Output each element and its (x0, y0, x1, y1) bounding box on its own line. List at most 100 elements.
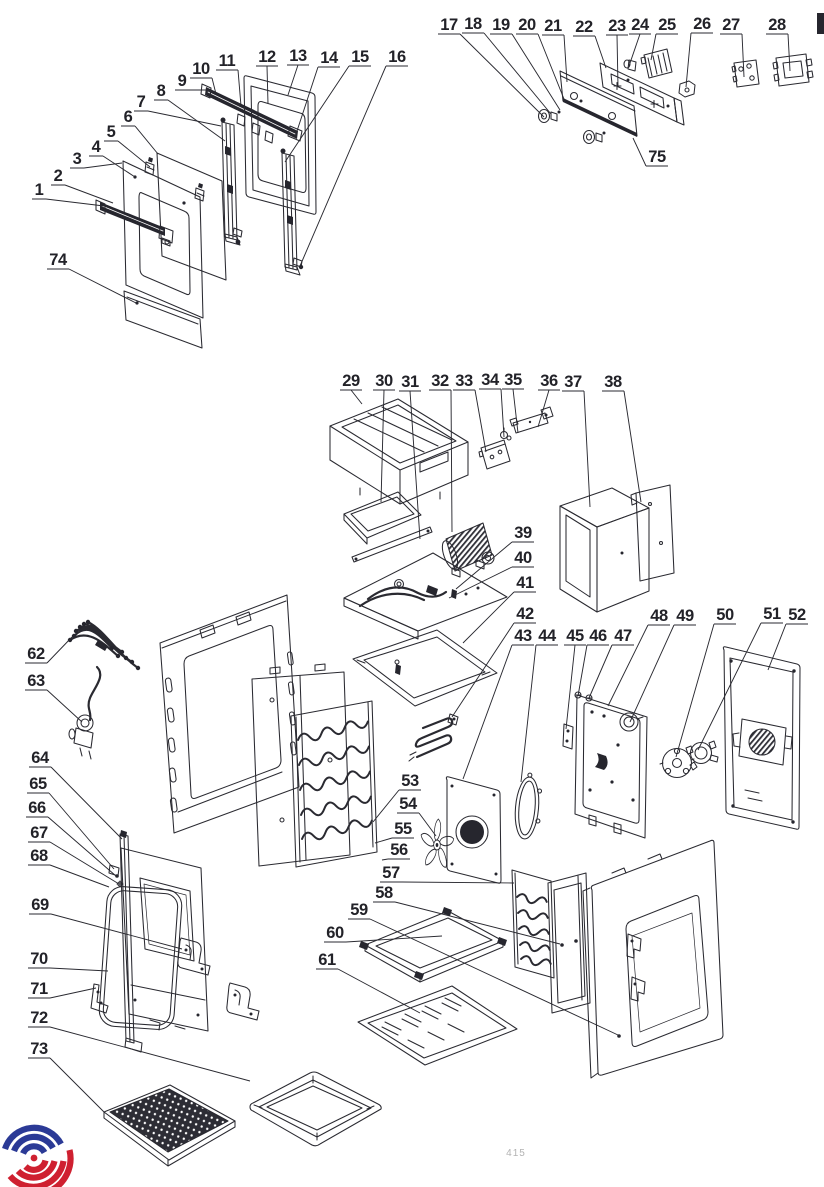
svg-text:18: 18 (464, 15, 482, 33)
svg-text:40: 40 (514, 549, 532, 567)
svg-text:65: 65 (29, 775, 47, 793)
callout-part-24: 24 (628, 16, 651, 67)
svg-text:49: 49 (676, 607, 694, 625)
callout-part-28: 28 (766, 16, 791, 72)
callout-part-1: 1 (32, 181, 105, 207)
svg-text:60: 60 (326, 924, 344, 942)
callout-part-35: 35 (502, 371, 524, 434)
callout-part-53: 53 (372, 772, 421, 823)
callout-part-17: 17 (438, 16, 545, 118)
svg-text:23: 23 (608, 17, 626, 35)
wiring-harness (67, 619, 141, 671)
svg-text:25: 25 (658, 16, 676, 34)
callout-part-25: 25 (650, 16, 678, 61)
svg-text:26: 26 (693, 15, 711, 33)
callout-part-16: 16 (299, 48, 408, 267)
svg-text:44: 44 (538, 627, 557, 645)
callout-part-72: 72 (28, 1009, 251, 1082)
svg-text:14: 14 (320, 49, 339, 67)
svg-text:51: 51 (763, 605, 781, 623)
fan-motor (685, 740, 719, 771)
svg-text:11: 11 (219, 52, 236, 70)
callout-part-55: 55 (374, 820, 414, 844)
callout-part-48: 48 (607, 607, 670, 707)
callout-part-26: 26 (685, 15, 713, 88)
callout-part-37: 37 (562, 373, 591, 508)
callout-part-33: 33 (453, 372, 487, 453)
svg-text:15: 15 (351, 48, 369, 66)
door-hinge-assembly-1 (177, 937, 211, 976)
grill-heating-element (408, 713, 459, 762)
callout-part-66: 66 (26, 799, 117, 877)
motor-mount-disc (659, 747, 695, 779)
oven-side-panel (582, 839, 724, 1079)
inner-door-panel (120, 847, 209, 1032)
svg-text:8: 8 (157, 82, 166, 100)
svg-text:71: 71 (30, 980, 48, 998)
diagram-art (67, 13, 824, 1167)
svg-text:39: 39 (514, 524, 532, 542)
svg-text:29: 29 (342, 372, 360, 390)
callout-part-21: 21 (542, 17, 568, 83)
switch-part (678, 80, 696, 98)
callout-part-9: 9 (175, 72, 209, 91)
convection-fan-blade (420, 818, 455, 868)
svg-text:52: 52 (788, 606, 806, 624)
svg-text:66: 66 (28, 799, 46, 817)
callout-part-51: 51 (697, 605, 783, 751)
door-gasket (98, 886, 183, 1030)
svg-text:43: 43 (514, 627, 532, 645)
svg-text:33: 33 (455, 372, 473, 390)
callout-part-39: 39 (455, 524, 534, 590)
fan-mounting-panel (562, 691, 648, 839)
callout-part-43: 43 (462, 627, 534, 780)
side-liner-panel (547, 872, 591, 1014)
svg-text:16: 16 (388, 48, 406, 66)
svg-text:73: 73 (30, 1040, 48, 1058)
svg-text:70: 70 (30, 950, 48, 968)
svg-text:64: 64 (31, 749, 50, 767)
svg-text:31: 31 (401, 373, 419, 391)
corner-bracket (90, 983, 109, 1014)
page-edge-mark (817, 13, 824, 34)
callout-part-2: 2 (51, 167, 114, 204)
vent-tray (343, 491, 422, 545)
svg-text:34: 34 (481, 371, 500, 389)
callout-part-56: 56 (381, 841, 410, 861)
display-module (772, 53, 814, 87)
svg-text:20: 20 (518, 16, 536, 34)
glass-spacer-clips (144, 157, 205, 202)
box-cover-plate (630, 484, 675, 582)
svg-text:6: 6 (124, 108, 133, 126)
svg-text:32: 32 (431, 372, 449, 390)
callout-part-69: 69 (29, 896, 183, 950)
door-inner-glass (156, 152, 227, 281)
fan-gasket-ring (514, 772, 543, 840)
svg-text:72: 72 (30, 1009, 48, 1027)
callout-part-11: 11 (216, 52, 242, 107)
svg-text:3: 3 (73, 150, 82, 168)
svg-text:57: 57 (382, 864, 400, 882)
callout-part-29: 29 (340, 372, 363, 405)
timer-part (640, 48, 673, 79)
callout-part-27: 27 (720, 16, 745, 78)
callout-part-31: 31 (399, 373, 421, 540)
callout-part-50: 50 (675, 606, 736, 758)
svg-text:74: 74 (49, 251, 68, 269)
svg-text:46: 46 (589, 627, 607, 645)
control-fascia-panel (559, 70, 638, 137)
front-brace (351, 526, 433, 563)
svg-text:50: 50 (716, 606, 734, 624)
svg-text:19: 19 (492, 16, 510, 34)
svg-text:37: 37 (564, 373, 582, 391)
page-number: 415 (506, 1148, 526, 1159)
door-side-post (119, 830, 143, 1053)
callout-part-15: 15 (284, 48, 371, 163)
svg-text:13: 13 (289, 47, 307, 65)
svg-text:30: 30 (375, 372, 393, 390)
callout-part-44: 44 (520, 627, 558, 783)
callout-part-60: 60 (324, 924, 443, 943)
callout-part-67: 67 (28, 824, 120, 885)
